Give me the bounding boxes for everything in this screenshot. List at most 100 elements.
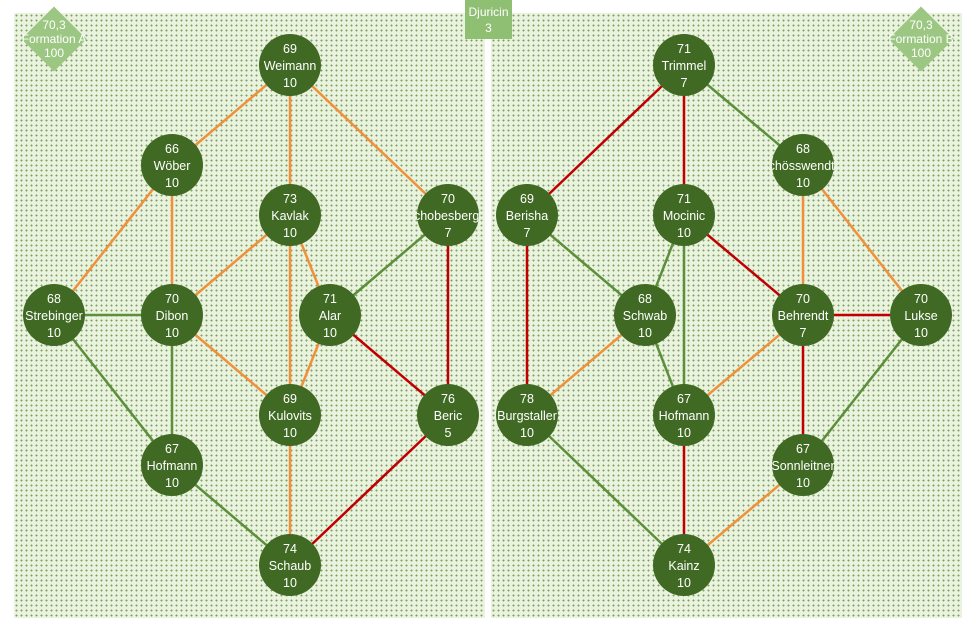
player-name: Kainz <box>668 559 699 573</box>
pitch-left <box>14 13 485 618</box>
player-value: 10 <box>677 426 691 440</box>
player-rating: 67 <box>677 392 691 406</box>
player-circle <box>141 434 203 496</box>
player-value: 10 <box>914 326 928 340</box>
formation-rating: 70,3 <box>909 18 933 32</box>
player-value: 10 <box>677 226 691 240</box>
player-name: Dibon <box>156 309 189 323</box>
player-value: 10 <box>283 76 297 90</box>
player-name: Schwab <box>623 309 668 323</box>
link-trimmel-berisha <box>526 64 685 216</box>
player-rating: 76 <box>441 392 455 406</box>
player-value: 7 <box>800 326 807 340</box>
player-circle <box>653 384 715 446</box>
player-rating: 74 <box>283 542 297 556</box>
bench-player-value: 3 <box>485 21 492 35</box>
player-rating: 73 <box>283 192 297 206</box>
player-name: Mocinic <box>663 209 705 223</box>
formation-badge-left: 70,3 Formation A 100 <box>21 6 87 72</box>
player-value: 10 <box>283 226 297 240</box>
player-value: 10 <box>638 326 652 340</box>
player-rating: 70 <box>441 192 455 206</box>
formation-label: Formation A <box>21 32 87 46</box>
formation-rating: 70,3 <box>42 18 66 32</box>
player-rating: 69 <box>283 42 297 56</box>
player-value: 10 <box>796 176 810 190</box>
player-name: Kulovits <box>268 409 312 423</box>
link-lukse-sonnleitner <box>802 314 922 466</box>
player-name: Trimmel <box>662 59 707 73</box>
bench-player-name: Djuricin <box>468 5 509 19</box>
link-beric-schaub <box>289 414 449 566</box>
player-circle <box>890 284 952 346</box>
player-value: 10 <box>165 476 179 490</box>
player-value: 10 <box>165 326 179 340</box>
player-rating: 67 <box>796 442 810 456</box>
player-rating: 68 <box>796 142 810 156</box>
link-schoesswendter-lukse <box>802 164 922 316</box>
player-name: Lukse <box>904 309 937 323</box>
player-name: Strebinger <box>25 309 83 323</box>
link-burgstaller-kainz <box>526 414 685 566</box>
player-name: Behrendt <box>778 309 829 323</box>
player-name: Wöber <box>154 159 191 173</box>
link-woeber-strebinger <box>53 164 173 316</box>
player-rating: 71 <box>677 192 691 206</box>
player-circle <box>496 184 558 246</box>
player-value: 7 <box>445 226 452 240</box>
player-name: Schaub <box>269 559 311 573</box>
formation-label: Formation B <box>888 32 954 46</box>
bench-player-box[interactable]: Djuricin 3 <box>465 0 512 39</box>
player-circle <box>23 284 85 346</box>
player-value: 10 <box>796 476 810 490</box>
player-name: Kavlak <box>271 209 309 223</box>
player-rating: 78 <box>520 392 534 406</box>
player-rating: 70 <box>165 292 179 306</box>
player-value: 10 <box>165 176 179 190</box>
player-circle <box>141 284 203 346</box>
formation-value: 100 <box>910 46 932 60</box>
formation-value: 100 <box>43 46 65 60</box>
player-name: Alar <box>319 309 341 323</box>
player-rating: 69 <box>283 392 297 406</box>
player-value: 7 <box>524 226 531 240</box>
link-strebinger-hofmann_l <box>53 314 173 466</box>
player-rating: 74 <box>677 542 691 556</box>
player-name: Berisha <box>506 209 548 223</box>
player-name: Sonnleitner <box>771 459 834 473</box>
player-value: 7 <box>681 76 688 90</box>
player-circle <box>653 184 715 246</box>
player-circle <box>614 284 676 346</box>
player-circle <box>653 534 715 596</box>
player-name: Schobesberger <box>406 209 491 223</box>
player-rating: 71 <box>323 292 337 306</box>
player-name: Schösswendter <box>760 159 845 173</box>
player-circle <box>496 384 558 446</box>
player-circle <box>259 34 321 96</box>
player-circle <box>417 384 479 446</box>
player-circle <box>772 134 834 196</box>
